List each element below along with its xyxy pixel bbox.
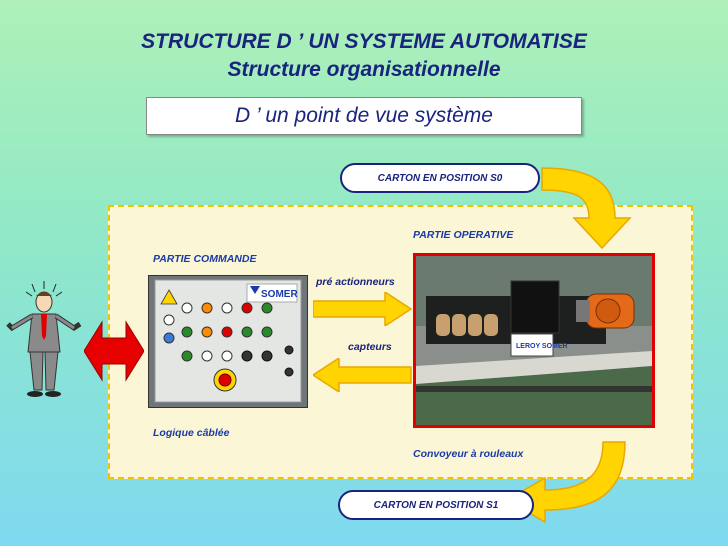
motor-icon bbox=[576, 293, 635, 329]
rollers bbox=[436, 314, 498, 336]
operative-brand: LEROY SOMER bbox=[516, 343, 568, 350]
operator-interaction-arrow bbox=[84, 320, 144, 382]
flow-sensors-label: capteurs bbox=[348, 341, 392, 353]
main-title: STRUCTURE D ’ UN SYSTEME AUTOMATISE bbox=[141, 30, 587, 53]
command-brand: SOMER bbox=[261, 289, 298, 300]
view-label: D ’ un point de vue système bbox=[235, 104, 493, 127]
command-panel-image: SOMER bbox=[148, 275, 308, 408]
roller-conveyor-graphic: LEROY SOMER bbox=[416, 256, 652, 425]
view-label-box: D ’ un point de vue système bbox=[146, 97, 582, 135]
state-end-label: CARTON EN POSITION S1 bbox=[373, 499, 499, 511]
state-start-label: CARTON EN POSITION S0 bbox=[377, 172, 503, 184]
curved-arrow-in bbox=[541, 167, 632, 250]
sub-title: Structure organisationnelle bbox=[227, 58, 501, 81]
brand-logo-icon bbox=[250, 286, 260, 294]
state-start-pill: CARTON EN POSITION S0 bbox=[340, 163, 540, 193]
control-cabinet-graphic: SOMER bbox=[154, 279, 302, 403]
state-end-pill: CARTON EN POSITION S1 bbox=[338, 490, 534, 520]
warning-icon bbox=[160, 289, 178, 305]
emergency-stop-icon bbox=[213, 368, 237, 392]
operative-type-label: Convoyeur à rouleaux bbox=[413, 448, 524, 460]
arrow-to-command bbox=[313, 358, 412, 392]
operative-label: PARTIE OPERATIVE bbox=[413, 229, 514, 241]
arrow-to-operative bbox=[313, 292, 413, 326]
operator-person-icon bbox=[6, 281, 82, 397]
command-type-label: Logique câblée bbox=[153, 427, 230, 439]
command-label: PARTIE COMMANDE bbox=[153, 253, 257, 265]
flow-preactuators-label: pré actionneurs bbox=[316, 276, 395, 288]
curved-arrow-out bbox=[505, 441, 626, 524]
operative-part-image: LEROY SOMER bbox=[413, 253, 655, 428]
button-grid bbox=[163, 302, 294, 377]
